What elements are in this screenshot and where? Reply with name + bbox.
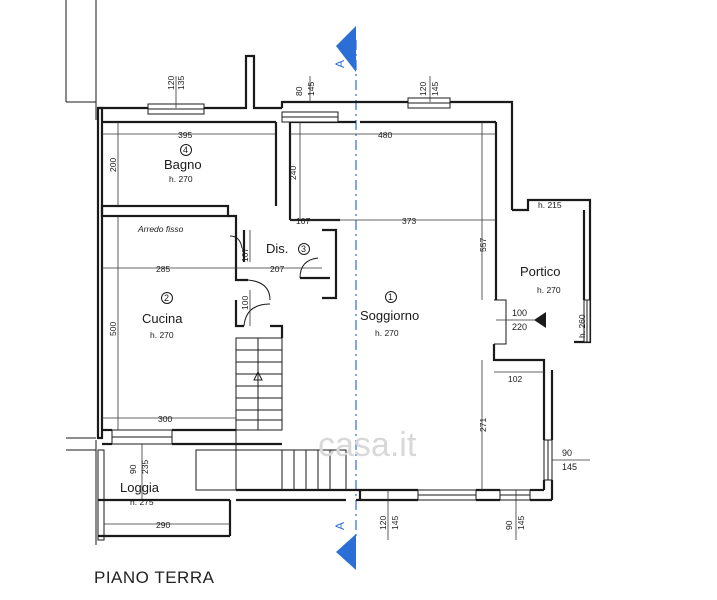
soggiorno-name: Soggiorno (360, 308, 419, 323)
dimension-labels: 395 480 200 240 107 373 557 285 207 107 … (108, 76, 587, 530)
win7-w: 90 (562, 448, 572, 458)
win4-w: 90 (128, 464, 138, 474)
win5-h: 145 (390, 516, 400, 530)
win1-w: 120 (166, 76, 176, 90)
dim-107a: 107 (296, 216, 310, 226)
cucina-number: 2 (164, 293, 169, 303)
dim-220: 220 (512, 322, 527, 332)
room-bagno: 4 Bagno h. 270 (164, 144, 202, 184)
room-cucina: 2 Cucina h. 270 (142, 292, 183, 340)
section-axis: A A (333, 26, 357, 570)
win3-w: 120 (418, 82, 428, 96)
dimension-lines (102, 76, 590, 540)
dim-285: 285 (156, 264, 170, 274)
portico-name: Portico (520, 264, 560, 279)
dim-480: 480 (378, 130, 392, 140)
dis-name: Dis. (266, 241, 288, 256)
dim-500: 500 (108, 322, 118, 336)
floor-title: PIANO TERRA (94, 568, 215, 587)
bagno-number: 4 (183, 145, 188, 155)
party-walls (65, 0, 97, 545)
dim-395: 395 (178, 130, 192, 140)
dim-271: 271 (478, 418, 488, 432)
room-dis: Dis. 3 (266, 241, 310, 256)
watermark: casa.it (318, 426, 417, 464)
dim-557: 557 (478, 238, 488, 252)
win3-h: 145 (430, 82, 440, 96)
cucina-height: h. 270 (150, 330, 174, 340)
arredo-fisso-note: Arredo fisso (137, 224, 184, 234)
dim-215: h. 215 (538, 200, 562, 210)
section-label-top: A (333, 60, 347, 68)
dim-300: 300 (158, 414, 172, 424)
win5-w: 120 (378, 516, 388, 530)
dim-200: 200 (108, 158, 118, 172)
win6-h: 145 (516, 516, 526, 530)
room-portico: Portico h. 270 (520, 264, 561, 295)
dim-240: 240 (288, 166, 298, 180)
entrance-arrow-icon (534, 312, 546, 328)
room-soggiorno: 1 Soggiorno h. 270 (360, 291, 419, 338)
dim-100b: 100 (512, 308, 527, 318)
win7-h: 145 (562, 462, 577, 472)
soggiorno-height: h. 270 (375, 328, 399, 338)
windows (111, 97, 591, 501)
door-arcs (229, 235, 319, 327)
bagno-height: h. 270 (169, 174, 193, 184)
cucina-name: Cucina (142, 311, 183, 326)
dim-260: h. 260 (577, 314, 587, 338)
win6-w: 90 (504, 520, 514, 530)
loggia-name: Loggia (120, 480, 160, 495)
dim-207: 207 (270, 264, 284, 274)
section-arrow-bottom (336, 534, 356, 570)
dim-373: 373 (402, 216, 416, 226)
dim-102: 102 (508, 374, 522, 384)
win2-h: 145 (306, 82, 316, 96)
dim-100a: 100 (240, 296, 250, 310)
win1-h: 135 (176, 76, 186, 90)
portico-height: h. 270 (537, 285, 561, 295)
dim-290: 290 (156, 520, 170, 530)
section-arrow-top (336, 26, 356, 72)
win2-w: 80 (294, 86, 304, 96)
loggia-height: h. 275 (130, 497, 154, 507)
dis-number: 3 (301, 244, 306, 254)
dim-107b: 107 (240, 248, 250, 262)
win4-h: 235 (140, 460, 150, 474)
soggiorno-number: 1 (388, 292, 393, 302)
bagno-name: Bagno (164, 157, 202, 172)
room-loggia: Loggia h. 275 (120, 480, 160, 507)
section-label-bottom: A (333, 522, 347, 530)
walls (96, 54, 592, 541)
